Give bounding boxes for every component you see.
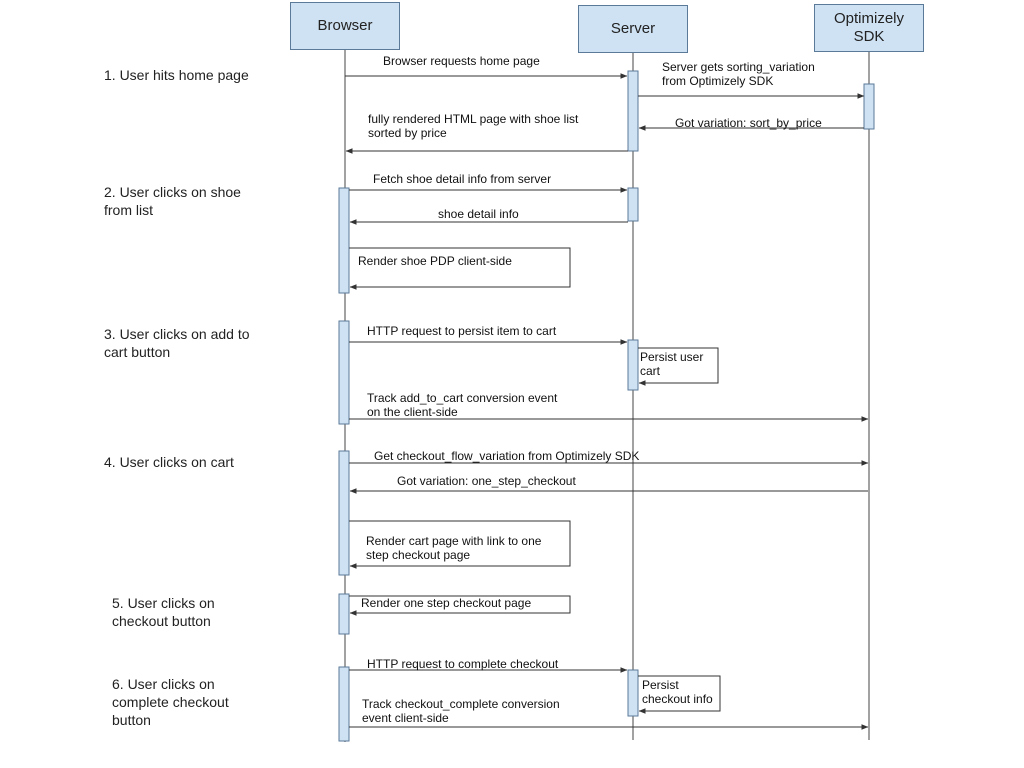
msg-persist-user-cart: Persist user cart (640, 350, 703, 378)
msg-got-sort-by-price: Got variation: sort_by_price (675, 116, 822, 130)
step-label-line: 6. User clicks on (112, 676, 215, 692)
msg-line: Got variation: sort_by_price (675, 116, 822, 130)
selfloop-render-cart-page (349, 520, 571, 569)
msg-line: sorted by price (368, 126, 447, 140)
step-label-line: from list (104, 202, 153, 218)
activation-server (627, 339, 639, 391)
step-label-line: checkout button (112, 613, 211, 629)
activation-server (627, 187, 639, 222)
activation-sdk (863, 83, 875, 130)
step-label-4: 4. User clicks on cart (104, 453, 234, 471)
activation-browser (338, 450, 350, 576)
msg-track-add-to-cart: Track add_to_cart conversion event on th… (367, 391, 557, 419)
selfloop-render-one-step-checkout (349, 595, 571, 616)
step-label-1: 1. User hits home page (104, 66, 249, 84)
msg-render-one-step-checkout: Render one step checkout page (361, 596, 531, 610)
participant-sdk-label-line1: Optimizely (833, 10, 904, 27)
participant-server: Server (578, 5, 688, 53)
participant-optimizely-sdk: Optimizely SDK (814, 4, 924, 52)
msg-track-checkout-complete: Track checkout_complete conversion event… (362, 697, 560, 725)
participant-browser: Browser (290, 2, 400, 50)
msg-line: Render cart page with link to one (366, 534, 542, 548)
step-label-5: 5. User clicks on checkout button (112, 594, 215, 630)
msg-line: shoe detail info (438, 207, 519, 221)
msg-http-complete-checkout: HTTP request to complete checkout (367, 657, 558, 671)
msg-line: Persist (642, 678, 679, 692)
step-label-line: cart button (104, 344, 171, 360)
msg-rendered-html-page: fully rendered HTML page with shoe list … (368, 112, 578, 140)
selfloop-persist-checkout-info (638, 675, 721, 714)
msg-get-checkout-flow-variation: Get checkout_flow_variation from Optimiz… (374, 449, 639, 463)
msg-line: checkout info (642, 692, 713, 706)
msg-line: Render shoe PDP client-side (358, 254, 512, 268)
msg-line: HTTP request to persist item to cart (367, 324, 557, 338)
msg-http-persist-cart: HTTP request to persist item to cart (367, 324, 556, 338)
msg-line: Render one step checkout page (361, 596, 532, 610)
msg-line: event client-side (362, 711, 449, 725)
step-label-line: 5. User clicks on (112, 595, 215, 611)
step-label-6: 6. User clicks on complete checkout butt… (112, 675, 229, 729)
msg-line: cart (640, 364, 661, 378)
msg-got-one-step-checkout: Got variation: one_step_checkout (397, 474, 576, 488)
msg-line: fully rendered HTML page with shoe list (368, 112, 579, 126)
step-label-line: complete checkout (112, 694, 229, 710)
msg-fetch-shoe-detail: Fetch shoe detail info from server (373, 172, 551, 186)
msg-render-shoe-pdp: Render shoe PDP client-side (358, 254, 512, 268)
msg-line: Get checkout_flow_variation from Optimiz… (374, 449, 640, 463)
activation-browser (338, 187, 350, 294)
msg-line: step checkout page (366, 548, 471, 562)
msg-line: Got variation: one_step_checkout (397, 474, 576, 488)
msg-line: Persist user (640, 350, 704, 364)
selfloop-render-shoe-pdp (349, 247, 571, 290)
step-label-line: 4. User clicks on cart (104, 454, 234, 470)
step-label-3: 3. User clicks on add to cart button (104, 325, 250, 361)
step-label-2: 2. User clicks on shoe from list (104, 183, 241, 219)
activation-server (627, 70, 639, 152)
participant-sdk-label-line2: SDK (853, 28, 885, 45)
step-label-line: 2. User clicks on shoe (104, 184, 241, 200)
activation-browser (338, 593, 350, 635)
msg-line: HTTP request to complete checkout (367, 657, 559, 671)
step-label-line: button (112, 712, 151, 728)
msg-line: Track checkout_complete conversion (362, 697, 560, 711)
participant-server-label: Server (610, 20, 656, 37)
msg-server-gets-sorting-variation: Server gets sorting_variation from Optim… (662, 60, 815, 88)
msg-line: Server gets sorting_variation (662, 60, 815, 74)
msg-line: on the client-side (367, 405, 458, 419)
participant-browser-label: Browser (317, 17, 373, 34)
msg-line: Browser requests home page (383, 54, 540, 68)
selfloop-persist-user-cart (638, 347, 719, 386)
step-label-line: 1. User hits home page (104, 67, 249, 83)
msg-line: Track add_to_cart conversion event (367, 391, 558, 405)
activation-browser (338, 320, 350, 425)
step-label-line: 3. User clicks on add to (104, 326, 250, 342)
msg-persist-checkout-info: Persist checkout info (642, 678, 713, 706)
msg-render-cart-page: Render cart page with link to one step c… (366, 534, 541, 562)
msg-line: from Optimizely SDK (662, 74, 774, 88)
msg-shoe-detail-info: shoe detail info (438, 207, 519, 221)
activation-browser (338, 666, 350, 742)
msg-line: Fetch shoe detail info from server (373, 172, 552, 186)
activation-server (627, 669, 639, 717)
msg-browser-requests-home: Browser requests home page (383, 54, 540, 68)
